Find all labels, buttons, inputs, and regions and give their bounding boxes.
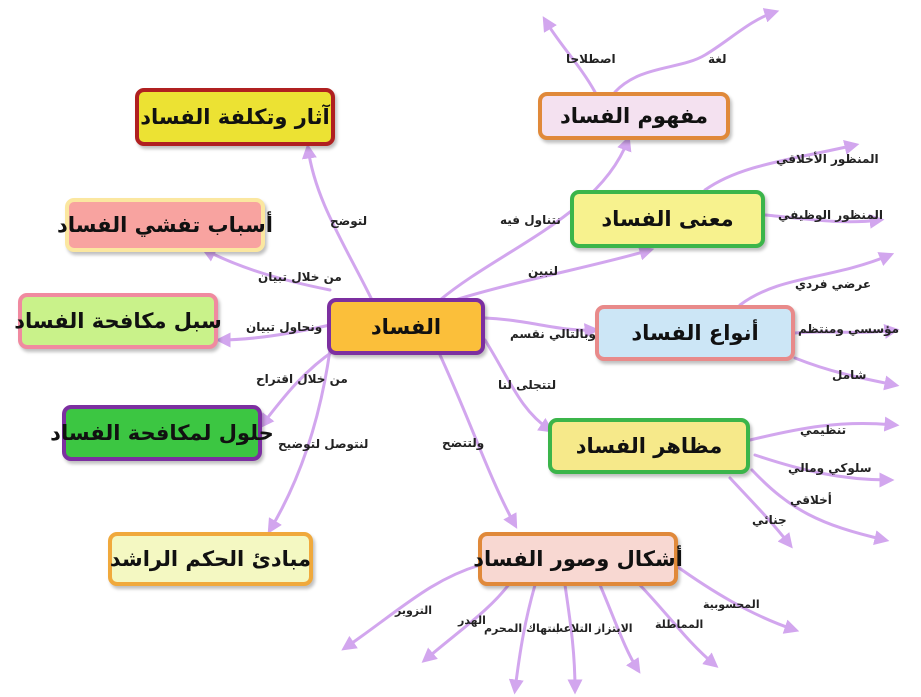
sub-muassasi: [793, 324, 900, 339]
sub-label-istilahan: اصطلاحا: [566, 52, 616, 66]
node-mabade[interactable]: مبادئ الحكم الراشد: [108, 532, 313, 586]
connector-to-anwaa: وبالتالي نقسم: [510, 327, 596, 341]
node-athar[interactable]: آثار وتكلفة الفساد: [135, 88, 335, 146]
sub-label-tandhimi: تنظيمي: [800, 423, 847, 437]
sub-label-lugha: لغة: [708, 52, 727, 66]
branch-to-subul: [215, 323, 332, 348]
connector-to-mabade: لنتوصل لتوضيح: [278, 437, 369, 451]
node-ashkal[interactable]: أشكال وصور الفساد: [473, 532, 683, 586]
connector-to-maana: لنبين: [528, 264, 558, 278]
sub-label-talaub: التلاعب: [552, 622, 592, 635]
sub-istilahan: [542, 16, 597, 94]
node-mafhoum-label: مفهوم الفساد: [559, 104, 709, 128]
connector-to-hulul: من خلال اقتراح: [256, 372, 348, 386]
sub-tandhimi: [748, 416, 900, 442]
sub-label-shamil: شامل: [832, 368, 867, 382]
sub-label-muassasi: مؤسسي ومنتظم: [798, 322, 900, 336]
sub-aradi: [738, 252, 895, 307]
sub-ibtizaz: [598, 583, 641, 674]
node-mabade-label: مبادئ الحكم الراشد: [109, 547, 312, 571]
node-asbab-label: أسباب تفشي الفساد: [57, 213, 273, 237]
node-anwaa-label: أنواع الفساد: [631, 321, 759, 345]
sub-mumatala: [633, 578, 719, 668]
node-asbab[interactable]: أسباب تفشي الفساد: [57, 198, 273, 252]
sub-label-akhlaqi-view: المنظور الأخلاقي: [776, 152, 879, 166]
connector-to-mafhoum: نتناول فيه: [500, 213, 561, 227]
node-mazaher-label: مظاهر الفساد: [575, 434, 723, 458]
sub-label-ibtizaz: الابتزاز: [595, 622, 633, 635]
node-center-label: الفساد: [370, 314, 442, 339]
connector-to-mazaher: لتتجلى لنا: [498, 378, 557, 392]
node-athar-label: آثار وتكلفة الفساد: [140, 105, 330, 129]
sub-mahsubia: [673, 563, 800, 634]
sub-shamil: [793, 356, 900, 391]
sub-lugha: [613, 8, 780, 94]
node-subul[interactable]: سبل مكافحة الفساد: [14, 293, 222, 349]
sub-label-hadr: الهدر: [458, 614, 486, 627]
node-mafhoum[interactable]: مفهوم الفساد: [538, 92, 730, 140]
connector-to-subul: ونحاول تبيان: [246, 320, 323, 334]
connector-to-ashkal: ولتتضح: [442, 436, 485, 450]
node-center[interactable]: الفساد: [327, 298, 485, 355]
node-maana-label: معنى الفساد: [601, 207, 734, 231]
branch-to-mazaher: [483, 338, 554, 433]
sub-label-akhlaqi: أخلاقي: [790, 493, 832, 507]
sub-label-suluki: سلوكي ومالي: [788, 461, 872, 475]
branch-to-ashkal: [438, 353, 518, 529]
sub-label-mahsubia: المحسوبية: [703, 598, 760, 611]
connector-to-asbab: من خلال تبيان: [258, 270, 342, 284]
branch-to-mafhoum: [438, 135, 632, 302]
node-ashkal-label: أشكال وصور الفساد: [473, 547, 683, 571]
sub-jinai: [728, 476, 793, 549]
sub-tazwir: [341, 563, 482, 651]
sub-wadhifi-view: [763, 213, 885, 229]
branch-to-athar: [301, 143, 374, 302]
sub-intihak: [508, 583, 537, 695]
node-mazaher[interactable]: مظاهر الفساد: [548, 418, 750, 474]
branch-to-anwaa: [483, 316, 600, 339]
sub-talaub: [563, 583, 583, 695]
node-subul-label: سبل مكافحة الفساد: [14, 309, 222, 333]
node-anwaa[interactable]: أنواع الفساد: [595, 305, 795, 361]
sub-label-tazwir: التزوير: [395, 604, 433, 617]
connector-to-athar: لتوضح: [330, 214, 368, 228]
branch-to-maana: [453, 245, 655, 302]
branch-to-mabade: [267, 348, 332, 534]
sub-label-aradi: عرضي فردي: [795, 277, 872, 291]
branch-to-asbab: [200, 247, 332, 292]
branch-to-hulul: [259, 348, 337, 429]
sub-label-intihak: انتهاك المحرم: [484, 622, 560, 635]
sub-label-jinai: جنائي: [752, 513, 787, 527]
sub-label-mumatala: المماطلة: [655, 618, 704, 631]
node-hulul[interactable]: حلول لمكافحة الفساد: [50, 405, 274, 461]
sub-akhlaqi: [750, 468, 890, 545]
sub-hadr: [421, 581, 512, 663]
sub-label-wadhifi-view: المنظور الوظيفي: [778, 208, 883, 222]
node-hulul-label: حلول لمكافحة الفساد: [50, 421, 274, 445]
sub-suluki: [753, 453, 895, 488]
node-maana[interactable]: معنى الفساد: [570, 190, 765, 248]
sub-akhlaqi-view: [703, 140, 860, 192]
